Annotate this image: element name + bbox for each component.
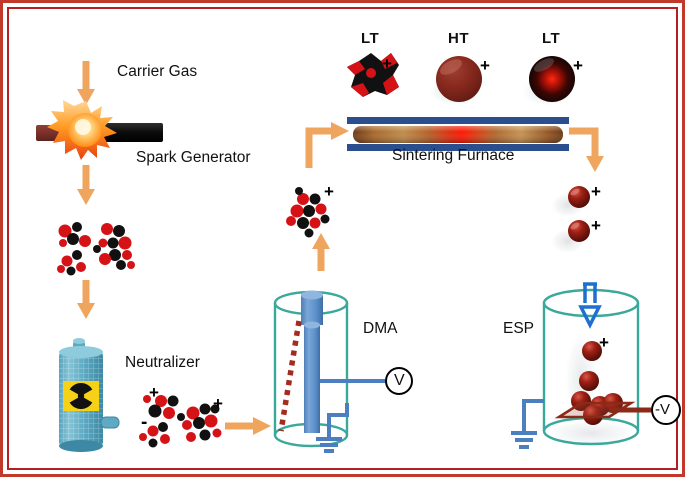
esp-voltage-meter-label: -V xyxy=(655,401,670,418)
charge-sign-lt-agglomerate: + xyxy=(382,54,392,73)
charge-sign-lt-sphere: + xyxy=(573,56,583,75)
arrow-neutralizer-to-dma xyxy=(225,417,271,435)
label-carrier-gas: Carrier Gas xyxy=(117,63,198,80)
label-dma: DMA xyxy=(363,320,398,337)
esp-ground-symbol xyxy=(511,399,544,449)
arrow-dma-up xyxy=(312,233,330,271)
arrow-carrier-gas-down xyxy=(77,61,95,105)
charge-sign-dma-outlet: + xyxy=(324,182,334,201)
label-sintering-furnace: Sintering Furnace xyxy=(392,147,515,164)
arrow-elbow-to-furnace xyxy=(305,122,349,168)
charge-sign-esp-particle: + xyxy=(599,333,609,352)
sintering-furnace-graphic xyxy=(347,117,569,151)
neutralizer-graphic xyxy=(59,338,120,452)
label-esp: ESP xyxy=(503,320,535,337)
label-spark-generator: Spark Generator xyxy=(136,149,251,166)
particle-state-ht-sphere xyxy=(427,56,483,107)
label-particle-ht-sphere: HT xyxy=(448,30,469,47)
charge-sign-sphere-top: + xyxy=(591,182,601,201)
charge-sign-neutralizer-negative: - xyxy=(141,412,148,433)
dma-graphic xyxy=(273,290,413,453)
arrow-elbow-furnace-to-esp xyxy=(569,127,604,172)
particle-state-lt-sphere xyxy=(520,56,576,107)
charge-sign-neutralizer-positive: + xyxy=(149,383,159,402)
particle-state-lt-agglomerate xyxy=(347,53,399,97)
dma-voltage-meter-label: V xyxy=(394,372,405,389)
charge-sign-neutralizer-positive-2: + xyxy=(213,394,223,413)
esp-graphic xyxy=(511,282,681,449)
radiation-hazard-icon xyxy=(63,381,99,411)
agglomerate-monodisperse-charged xyxy=(286,187,330,238)
charge-sign-sphere-bottom: + xyxy=(591,216,601,235)
dma-ground-symbol xyxy=(316,403,349,453)
label-particle-lt-agglomerate: LT xyxy=(361,30,380,47)
spark-generator-graphic xyxy=(36,100,163,160)
agglomerate-cluster-raw xyxy=(57,222,135,276)
spark-burst-icon xyxy=(47,100,117,160)
esp-collection-plate xyxy=(554,401,651,419)
diagram-canvas xyxy=(36,53,681,453)
esp-inlet-nozzle xyxy=(578,282,602,329)
label-particle-lt-sphere: LT xyxy=(542,30,561,47)
dma-trajectory-dashed xyxy=(278,320,302,432)
arrow-spark-to-neutralizer xyxy=(77,165,95,205)
label-neutralizer: Neutralizer xyxy=(125,354,200,371)
agglomerate-cluster-charged xyxy=(139,395,222,448)
charge-sign-ht-sphere: + xyxy=(480,56,490,75)
arrow-agglomerate-to-neutralizer xyxy=(77,280,95,319)
sintered-spheres-charged xyxy=(550,186,590,254)
